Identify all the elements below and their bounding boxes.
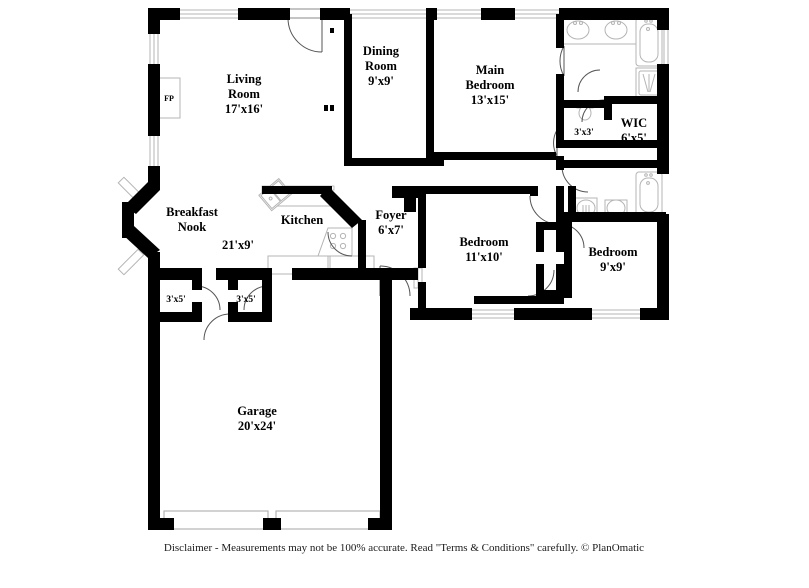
hall-bath-tub-icon <box>635 171 663 217</box>
svg-text:21'x9': 21'x9' <box>222 238 254 252</box>
window-top-mainbed-1 <box>434 9 484 19</box>
window-left-living-2 <box>149 133 159 169</box>
door-hall-bath <box>561 165 589 193</box>
door-main-bath <box>559 45 565 77</box>
garage-door-right <box>275 510 381 530</box>
label-breakfast-nook: Breakfast Nook 21'x9' <box>166 205 254 252</box>
label-water-closet: 3'x3' <box>574 128 594 138</box>
label-closet-right: 3'x5' <box>236 295 256 305</box>
svg-text:Living: Living <box>227 72 262 86</box>
svg-text:20'x24': 20'x24' <box>238 419 276 433</box>
door-kitchen-pass <box>327 231 353 257</box>
label-dining-room: Dining Room 9'x9' <box>363 44 400 88</box>
disclaimer-text: Disclaimer - Measurements may not be 100… <box>164 542 644 554</box>
svg-text:Foyer: Foyer <box>375 208 407 222</box>
svg-text:Kitchen: Kitchen <box>281 213 323 227</box>
wall-layer <box>122 8 669 530</box>
svg-text:FP: FP <box>164 94 174 103</box>
window-bottom-bed2 <box>467 309 519 319</box>
svg-text:3'x5': 3'x5' <box>166 295 186 305</box>
svg-text:Nook: Nook <box>178 220 207 234</box>
main-bath-tub-icon <box>635 17 663 67</box>
garage-door-left <box>163 510 269 530</box>
window-left-living-1 <box>149 32 159 68</box>
svg-text:11'x10': 11'x10' <box>465 250 503 264</box>
svg-text:3'x5': 3'x5' <box>236 295 256 305</box>
window-bay-3 <box>117 248 145 276</box>
svg-text:13'x15': 13'x15' <box>471 93 509 107</box>
label-living-room: Living Room 17'x16' <box>225 72 263 116</box>
svg-text:Room: Room <box>365 59 398 73</box>
door-top-entry <box>287 8 323 53</box>
door-garage-entry <box>203 313 231 341</box>
label-layer: Living Room 17'x16' FP Dining Room 9'x9'… <box>164 44 647 433</box>
svg-text:Bedroom: Bedroom <box>465 78 515 92</box>
svg-text:3'x3': 3'x3' <box>574 128 594 138</box>
kitchen-range-icon <box>317 227 353 257</box>
label-main-bedroom: Main Bedroom 13'x15' <box>465 63 515 107</box>
svg-text:6'x5': 6'x5' <box>621 131 647 145</box>
svg-text:Garage: Garage <box>237 404 277 418</box>
door-water-closet <box>577 69 601 93</box>
label-closet-left: 3'x5' <box>166 295 186 305</box>
main-bath-vanity-counter <box>561 17 649 45</box>
svg-text:Bedroom: Bedroom <box>588 245 638 259</box>
label-bedroom-3: Bedroom 9'x9' <box>588 245 638 274</box>
label-wic: WIC 6'x5' <box>621 116 647 145</box>
label-bedroom-2: Bedroom 11'x10' <box>459 235 509 264</box>
svg-text:6'x7': 6'x7' <box>378 223 404 237</box>
door-bedroom-2-closet <box>527 269 555 297</box>
label-foyer: Foyer 6'x7' <box>375 208 407 237</box>
svg-text:Main: Main <box>476 63 505 77</box>
label-garage: Garage 20'x24' <box>237 404 277 433</box>
label-fireplace: FP <box>164 94 174 103</box>
svg-text:Bedroom: Bedroom <box>459 235 509 249</box>
svg-text:9'x9': 9'x9' <box>368 74 394 88</box>
svg-text:WIC: WIC <box>621 116 647 130</box>
window-top-mainbed-2 <box>512 9 562 19</box>
window-top-dining <box>347 9 429 19</box>
door-bedroom-2-hall <box>529 195 559 225</box>
window-bottom-bed3 <box>587 309 645 319</box>
label-kitchen: Kitchen <box>281 213 323 227</box>
window-top-living <box>175 9 241 19</box>
svg-text:17'x16': 17'x16' <box>225 102 263 116</box>
svg-text:Breakfast: Breakfast <box>166 205 219 219</box>
svg-text:Room: Room <box>228 87 261 101</box>
svg-text:9'x9': 9'x9' <box>600 260 626 274</box>
svg-text:Dining: Dining <box>363 44 400 58</box>
